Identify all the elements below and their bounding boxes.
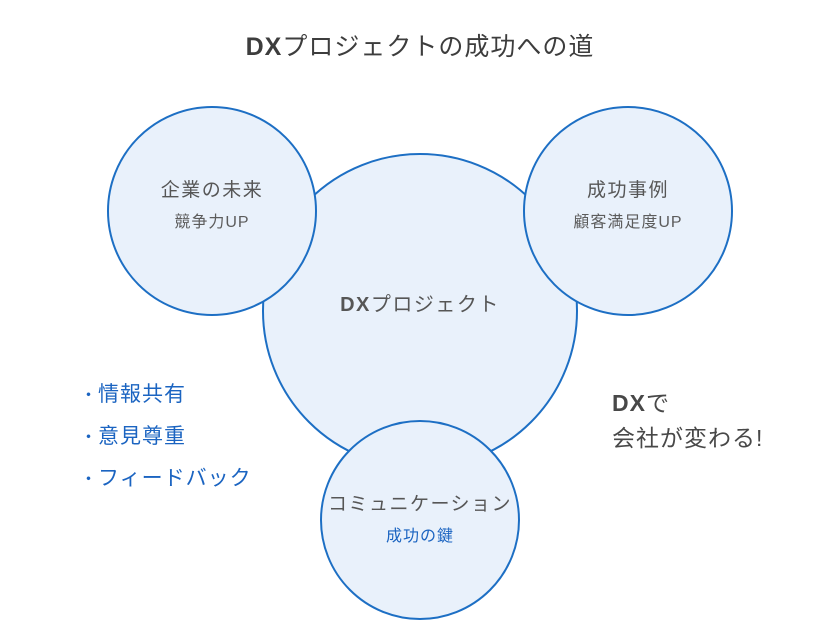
circle-communication-label: コミュニケーション <box>327 493 513 515</box>
list-item-label: 意見尊重 <box>98 425 186 448</box>
bullet-icon: ・ <box>80 470 98 489</box>
circle-dx-project-label: DXプロジェクト <box>340 291 500 319</box>
list-item: ・フィードバック <box>80 458 252 500</box>
circle-dx-project-label-dx: DX <box>340 294 371 316</box>
circle-company-future: 企業の未来 競争力UP <box>107 106 317 316</box>
circle-company-future-sublabel: 競争力UP <box>174 214 250 232</box>
circle-communication: コミュニケーション 成功の鍵 <box>320 420 520 620</box>
page-title: DXプロジェクトの成功への道 <box>0 27 840 63</box>
dx-slogan-line1: DXで <box>612 386 763 421</box>
circle-communication-sublabel: 成功の鍵 <box>385 528 454 546</box>
list-item-label: フィードバック <box>98 467 252 490</box>
circle-success-cases: 成功事例 顧客満足度UP <box>523 106 733 316</box>
circle-communication-text: コミュニケーション 成功の鍵 <box>328 492 512 548</box>
page-title-rest: プロジェクトの成功への道 <box>282 33 595 61</box>
circle-company-future-text: 企業の未来 競争力UP <box>161 178 264 234</box>
bullet-icon: ・ <box>80 386 98 405</box>
dx-slogan-line1-rest: で <box>645 390 670 416</box>
dx-slogan-line2: 会社が変わる! <box>612 425 764 451</box>
circle-success-cases-label: 成功事例 <box>586 179 669 201</box>
bullet-icon: ・ <box>80 428 98 447</box>
dx-slogan-line1-dx: DX <box>612 390 646 416</box>
circle-dx-project-label-rest: プロジェクト <box>370 294 500 316</box>
communication-points-list: ・情報共有 ・意見尊重 ・フィードバック <box>80 374 252 500</box>
page-title-dx: DX <box>245 33 283 61</box>
list-item: ・情報共有 <box>80 374 252 416</box>
list-item: ・意見尊重 <box>80 416 252 458</box>
circle-success-cases-sublabel: 顧客満足度UP <box>573 214 683 232</box>
dx-slogan: DXで 会社が変わる! <box>612 386 763 456</box>
circle-company-future-label: 企業の未来 <box>160 179 264 201</box>
circle-success-cases-text: 成功事例 顧客満足度UP <box>573 178 682 234</box>
list-item-label: 情報共有 <box>98 383 186 406</box>
